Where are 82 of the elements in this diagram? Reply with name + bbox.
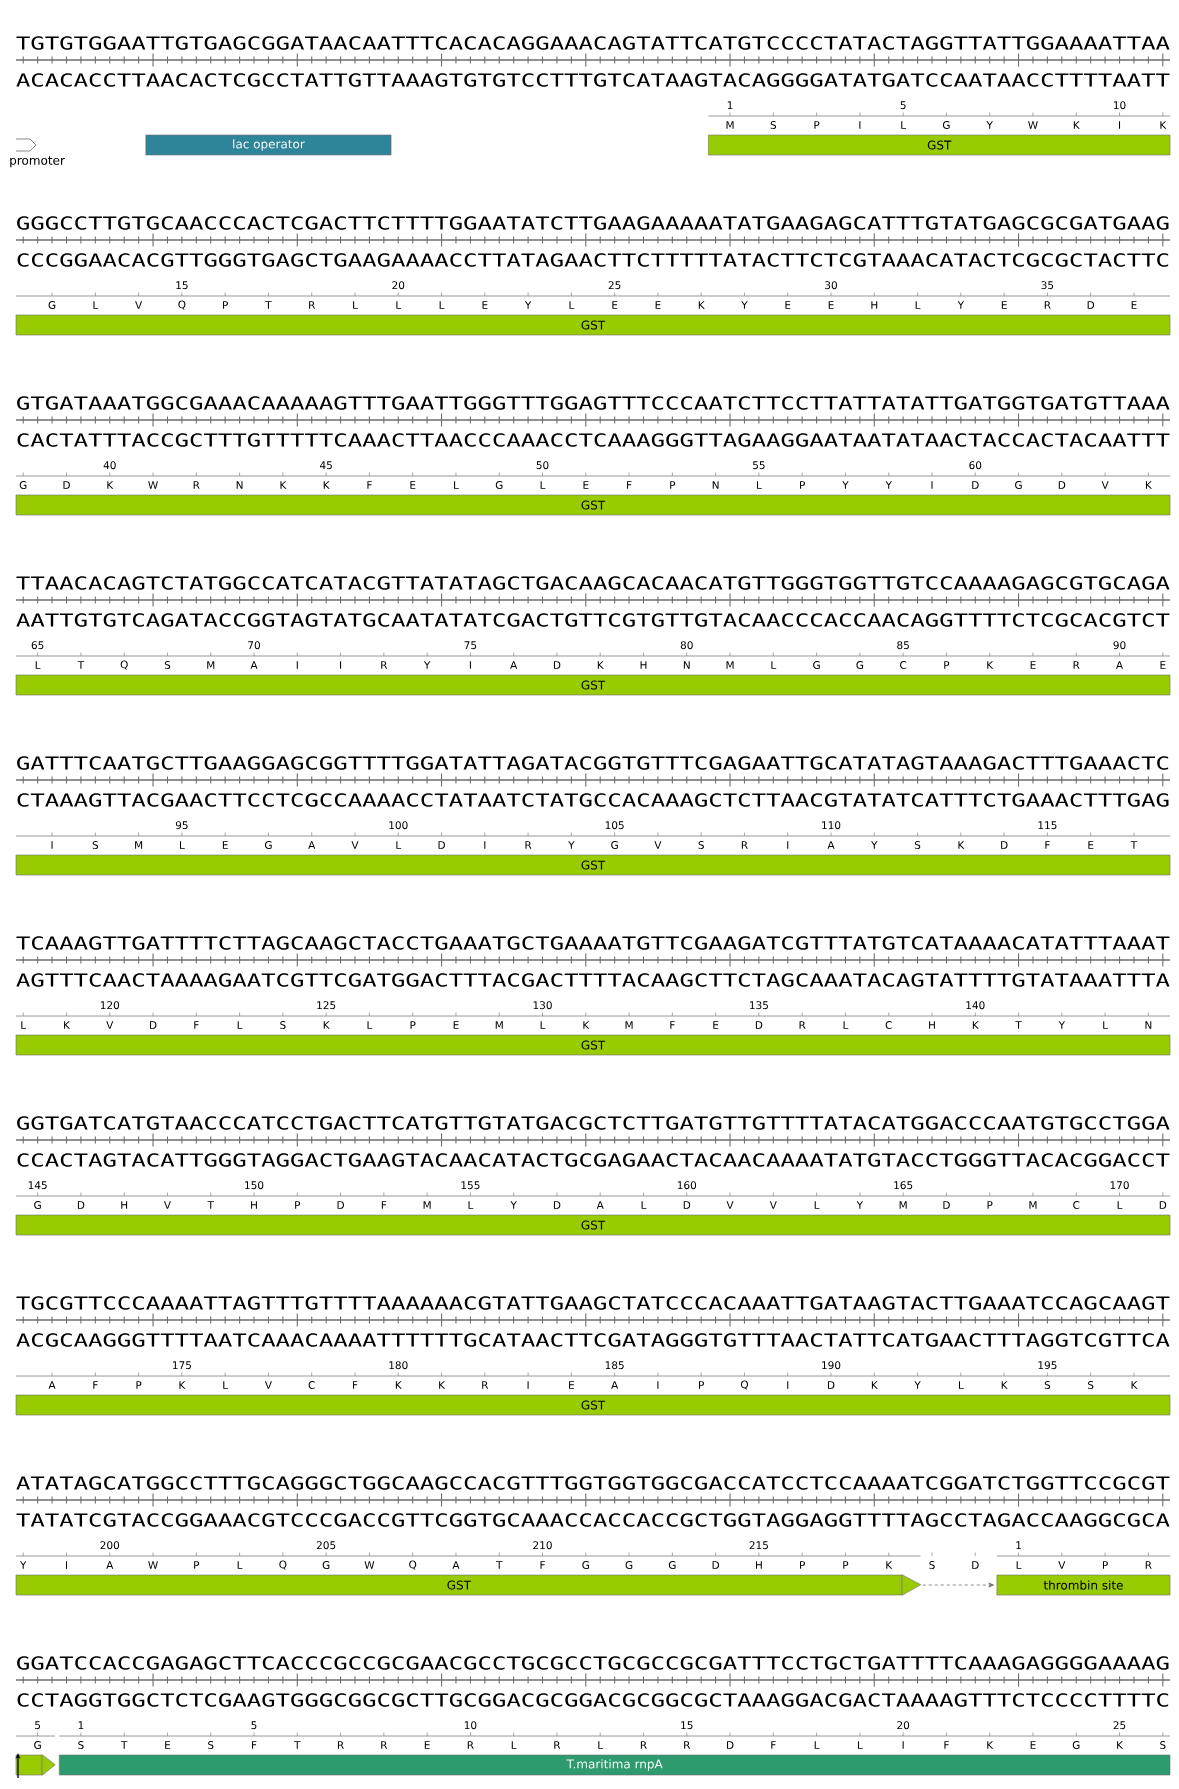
position-number: 140 [966, 1001, 985, 1010]
position-number: 10 [1114, 101, 1126, 110]
position-number: 130 [533, 1001, 552, 1010]
position-number: 100 [389, 821, 408, 830]
dna-sequence: TTAACACAGTCTATGGCCATCATACGTTATATAGCTGACAAGCACAACATGTTGGGTGGTTGTCCAAAAGAGCGTGCAGA [16, 576, 1170, 590]
position-number: 170 [1110, 1181, 1129, 1190]
position-number: 1 [1016, 1541, 1021, 1549]
position-number: 110 [822, 821, 841, 830]
feature-bar: GST [15, 1214, 1171, 1236]
position-number: 75 [464, 641, 477, 650]
position-number: 210 [533, 1541, 552, 1550]
dna-sequence: GGATCCACCGAGAGCTTCACCCGCCGCGAACGCCTGCGCCTGCGCCGCGATTTCCTGCTGATTTTCAAAGAGGGGAAAAG [17, 1656, 1169, 1670]
position-number: 40 [103, 461, 116, 470]
position-number: 90 [1113, 641, 1126, 650]
position-number: 95 [175, 821, 188, 830]
position-number: 5 [35, 1721, 41, 1730]
position-number: 215 [749, 1541, 768, 1550]
feature-bar: lac operator [145, 134, 392, 156]
amino-acid: D [972, 1561, 979, 1569]
position-number: 105 [605, 821, 624, 830]
dna-sequence: ATATAGCATGGCCTTTGCAGGGCTGGCAAGCCACGTTTGGTGGTGGCGACCATCCTCCAAAATCGGATCTGGTTCCGCGT [16, 1476, 1170, 1490]
position-number: 20 [392, 281, 405, 290]
dna-sequence: GGTGATCATGTAACCCATCCTGACTTCATGTTGTATGACGCTCTTGATGTTGTTTTATACATGGACCCAATGTGCCTGGA [17, 1116, 1170, 1130]
position-number: 45 [320, 461, 332, 470]
position-number: 60 [969, 461, 982, 470]
position-number: 50 [536, 461, 549, 470]
position-number: 15 [176, 281, 188, 290]
feature-bar: GST [15, 674, 1171, 696]
dna-sequence: ACACACCTTAACACTCGCCTATTGTTAAAGTGTGTCCTTTGTCATAAGTACAGGGGATATGATCCAATAACCTTTTAATT [16, 73, 1170, 87]
feature-bar: GST [15, 854, 1171, 876]
position-number: 200 [100, 1541, 120, 1550]
position-number: 205 [316, 1541, 336, 1550]
position-number: 160 [677, 1181, 697, 1190]
position-number: 145 [28, 1181, 47, 1190]
position-number: 25 [608, 281, 621, 290]
position-number: 165 [894, 1181, 913, 1190]
amino-acid: G [34, 1741, 41, 1749]
position-number: 1 [78, 1721, 84, 1729]
position-number: 85 [897, 641, 909, 650]
position-number: 35 [1041, 281, 1054, 290]
feature-bar: GST [15, 314, 1171, 336]
dna-sequence: TCAAAGTTGATTTTCTTAGCAAGCTACCTGAAATGCTGAAAATGTTCGAAGATCGTTTATGTCATAAAACATATTTAAAT [16, 936, 1170, 950]
position-number: 155 [461, 1181, 480, 1190]
position-number: 190 [822, 1361, 841, 1370]
position-number: 185 [605, 1361, 624, 1370]
feature-arrow [15, 1754, 56, 1776]
feature-bar: T.maritima rnpA [59, 1754, 1171, 1776]
feature-bar: thrombin site [996, 1574, 1171, 1596]
position-number: 10 [464, 1721, 477, 1730]
feature-bar: GST [708, 134, 1171, 156]
dna-sequence: TGTGTGGAATTGTGAGCGGATAACAATTTCACACAGGAAACAGTATTCATGTCCCCTATACTAGGTTATTGGAAAATTAA [16, 36, 1170, 50]
feature-bar: GST [15, 1034, 1171, 1056]
position-number: 30 [825, 281, 837, 290]
position-number: 180 [389, 1361, 408, 1370]
feature-bar: GST [15, 494, 1171, 516]
position-number: 195 [1038, 1361, 1057, 1370]
dna-sequence: TGCGTTCCCAAAATTAGTTTGTTTTAAAAAACGTATTGAAGCTATCCCACAAATTGATAAGTACTTGAAATCCAGCAAGT [16, 1296, 1170, 1310]
position-number: 15 [681, 1721, 693, 1730]
position-number: 5 [900, 101, 906, 110]
position-number: 125 [317, 1001, 336, 1010]
dashed-arrow [922, 1582, 994, 1588]
position-number: 55 [753, 461, 765, 470]
position-number: 65 [31, 641, 44, 650]
dna-sequence: GTGATAAATGGCGAAACAAAAAGTTTGAATTGGGTTTGGAGTTTCCCAATCTTCCTTATTATATTGATGGTGATGTTAAA [17, 396, 1170, 410]
position-number: 135 [750, 1001, 768, 1010]
position-number: 25 [1113, 1721, 1126, 1730]
position-number: 175 [173, 1361, 191, 1370]
position-number: 150 [245, 1181, 264, 1190]
dna-sequence: TATATCGTACCGGAAACGTCCCGACCGTTCGGTGCAAACCACCACCGCTGGTAGGAGGTTTTAGCCTAGACCAAGGCGCA [16, 1513, 1170, 1527]
dna-sequence: CCTAGGTGGCTCTCGAAGTGGGCGGCGCTTGCGGACGCGGACGCGGCGCTAAAGGACGACTAAAAGTTTCTCCCCTTTTC [17, 1693, 1169, 1707]
position-number: 80 [680, 641, 693, 650]
dna-sequence: GATTTCAATGCTTGAAGGAGCGGTTTTGGATATTAGATACGGTGTTTCGAGAATTGCATATAGTAAAGACTTTGAAACTC [17, 756, 1169, 770]
position-number: 5 [251, 1721, 257, 1730]
amino-acid: S [929, 1561, 935, 1569]
dna-sequence: GGGCCTTGTGCAACCCACTCGACTTCTTTTGGAATATCTTGAAGAAAAATATGAAGAGCATTTGTATGAGCGCGATGAAG [17, 216, 1169, 230]
position-number: 115 [1038, 821, 1057, 830]
position-number: 70 [248, 641, 260, 650]
feature-bar: GST [15, 1394, 1171, 1416]
position-number: 20 [897, 1721, 910, 1730]
dna-sequence: CCCGGAACACGTTGGGTGAGCTGAAGAAAACCTTATAGAACTTCTTTTTATACTTCTCGTAAACATACTCGCGCTACTTC [17, 253, 1169, 267]
position-number: 1 [727, 101, 733, 109]
position-number: 120 [100, 1001, 120, 1010]
